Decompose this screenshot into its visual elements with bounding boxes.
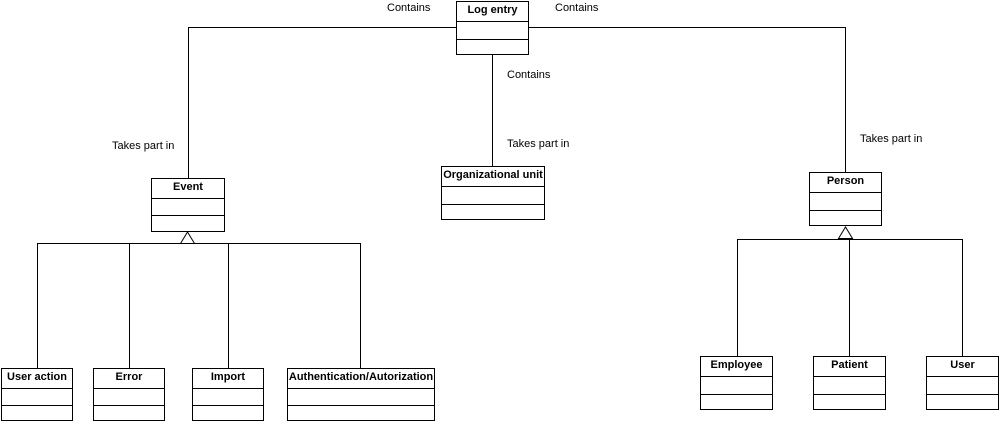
label-contains-left: Contains <box>387 2 431 14</box>
class-user-action[interactable]: User action <box>1 368 73 421</box>
class-patient[interactable]: Patient <box>813 356 886 410</box>
assoc-log-person <box>528 27 846 172</box>
class-error[interactable]: Error <box>93 368 165 421</box>
class-event[interactable]: Event <box>151 178 225 232</box>
attributes-section <box>927 377 998 395</box>
class-organizational-unit[interactable]: Organizational unit <box>441 166 545 220</box>
class-name: Organizational unit <box>442 167 544 187</box>
attributes-section <box>442 187 544 205</box>
class-name: User <box>927 357 998 377</box>
attributes-section <box>701 377 772 395</box>
operations-section <box>810 211 881 227</box>
attributes-section <box>152 199 224 216</box>
label-takes-part-mid: Takes part in <box>507 138 570 150</box>
class-name: Error <box>94 369 164 389</box>
operations-section <box>152 216 224 232</box>
class-employee[interactable]: Employee <box>700 356 773 410</box>
assoc-log-event <box>188 27 457 178</box>
operations-section <box>457 40 528 56</box>
attributes-section <box>810 193 881 211</box>
generalization-person <box>737 239 963 356</box>
operations-section <box>442 205 544 221</box>
attributes-section <box>2 389 72 406</box>
class-name: Import <box>193 369 263 389</box>
label-takes-part-left: Takes part in <box>112 140 175 152</box>
attributes-section <box>288 389 434 406</box>
class-name: User action <box>2 369 72 389</box>
attributes-section <box>94 389 164 406</box>
operations-section <box>2 406 72 422</box>
label-contains-mid: Contains <box>507 69 551 81</box>
class-name: Log entry <box>457 2 528 22</box>
operations-section <box>288 406 434 422</box>
operations-section <box>701 395 772 411</box>
class-name: Person <box>810 173 881 193</box>
class-authentication-autorization[interactable]: Authentication/Autorization <box>287 368 435 421</box>
class-user[interactable]: User <box>926 356 999 410</box>
class-name: Patient <box>814 357 885 377</box>
class-log-entry[interactable]: Log entry <box>456 1 529 55</box>
attributes-section <box>457 22 528 40</box>
generalization-event <box>37 243 361 368</box>
operations-section <box>193 406 263 422</box>
class-name: Event <box>152 179 224 199</box>
inheritance-arrow-event <box>179 231 196 244</box>
attributes-section <box>814 377 885 395</box>
operations-section <box>814 395 885 411</box>
inheritance-arrow-person <box>837 226 854 239</box>
class-import[interactable]: Import <box>192 368 264 421</box>
label-contains-right: Contains <box>555 2 599 14</box>
operations-section <box>94 406 164 422</box>
class-person[interactable]: Person <box>809 172 882 226</box>
class-name: Employee <box>701 357 772 377</box>
attributes-section <box>193 389 263 406</box>
operations-section <box>927 395 998 411</box>
class-name: Authentication/Autorization <box>288 369 434 389</box>
label-takes-part-right: Takes part in <box>860 133 923 145</box>
